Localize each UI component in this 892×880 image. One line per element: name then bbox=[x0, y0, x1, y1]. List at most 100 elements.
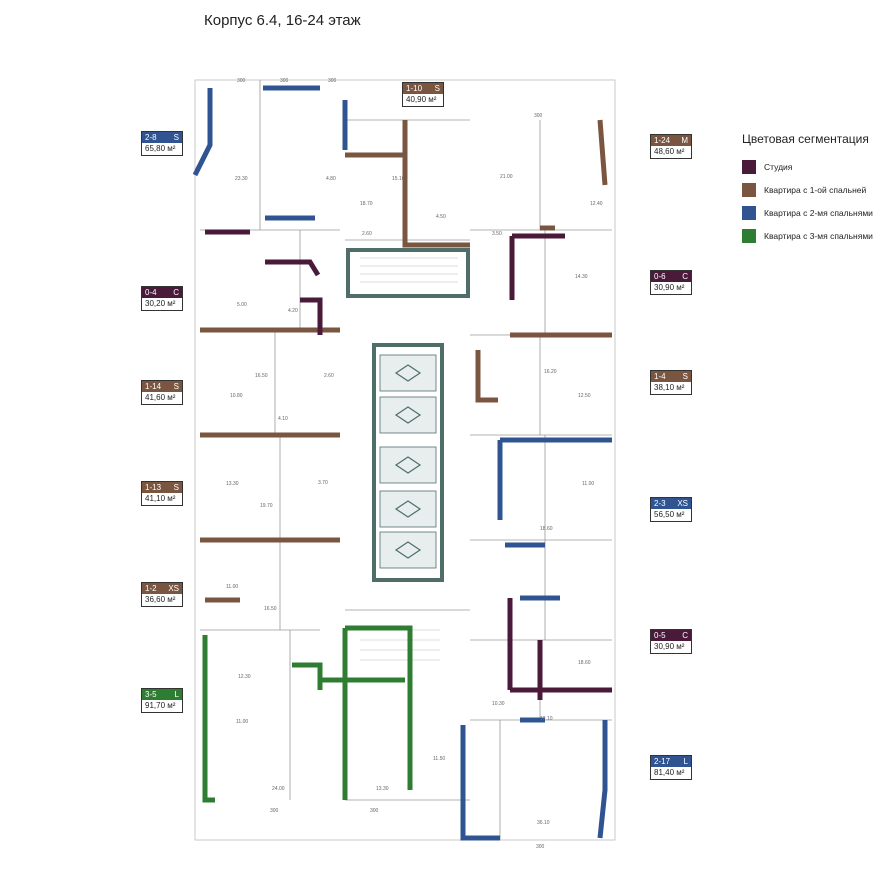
svg-text:13.30: 13.30 bbox=[226, 481, 239, 487]
svg-text:300: 300 bbox=[328, 78, 337, 84]
unit-badge[interactable]: 1-4 S 38,10 м² bbox=[650, 370, 692, 395]
svg-text:300: 300 bbox=[280, 78, 289, 84]
svg-text:18.60: 18.60 bbox=[540, 526, 553, 532]
svg-text:36.10: 36.10 bbox=[537, 820, 550, 826]
svg-text:300: 300 bbox=[536, 844, 545, 850]
unit-code: 1-2 bbox=[145, 583, 157, 593]
svg-text:11.00: 11.00 bbox=[582, 481, 594, 487]
svg-text:4.20: 4.20 bbox=[288, 308, 298, 314]
unit-area: 91,70 м² bbox=[145, 701, 176, 710]
unit-badge[interactable]: 2-17 L 81,40 м² bbox=[650, 755, 692, 780]
unit-badge[interactable]: 0-4 C 30,20 м² bbox=[141, 286, 183, 311]
unit-area: 36,60 м² bbox=[145, 595, 176, 604]
unit-area: 65,80 м² bbox=[145, 144, 176, 153]
svg-text:300: 300 bbox=[237, 78, 246, 84]
legend-swatch bbox=[742, 206, 756, 220]
svg-text:12.40: 12.40 bbox=[590, 201, 603, 207]
unit-size: L bbox=[683, 756, 688, 766]
svg-text:3.70: 3.70 bbox=[318, 480, 328, 486]
unit-size: S bbox=[434, 83, 440, 93]
legend-label: Квартира с 2-мя спальнями bbox=[764, 208, 873, 218]
svg-text:19.70: 19.70 bbox=[260, 503, 273, 509]
unit-area: 48,60 м² bbox=[654, 147, 685, 156]
svg-text:18.70: 18.70 bbox=[360, 201, 373, 207]
unit-size: S bbox=[682, 371, 688, 381]
svg-text:23.30: 23.30 bbox=[235, 176, 248, 182]
unit-badge-header: 1-4 S bbox=[651, 371, 691, 382]
svg-text:2.60: 2.60 bbox=[362, 231, 372, 237]
svg-text:4.80: 4.80 bbox=[326, 176, 336, 182]
svg-text:13.30: 13.30 bbox=[376, 786, 389, 792]
unit-area: 30,90 м² bbox=[654, 642, 685, 651]
unit-area: 30,20 м² bbox=[145, 299, 176, 308]
unit-code: 0-4 bbox=[145, 287, 157, 297]
unit-size: C bbox=[682, 630, 688, 640]
unit-badge[interactable]: 1-2 XS 36,60 м² bbox=[141, 582, 183, 607]
svg-text:11.50: 11.50 bbox=[433, 756, 445, 762]
unit-badge-header: 2-17 L bbox=[651, 756, 691, 767]
svg-text:18.60: 18.60 bbox=[578, 660, 591, 666]
unit-badge-header: 2-8 S bbox=[142, 132, 182, 143]
unit-size: L bbox=[174, 689, 179, 699]
svg-text:4.10: 4.10 bbox=[278, 416, 288, 422]
unit-code: 2-3 bbox=[654, 498, 666, 508]
unit-code: 1-4 bbox=[654, 371, 666, 381]
unit-code: 0-5 bbox=[654, 630, 666, 640]
legend-label: Студия bbox=[764, 162, 793, 172]
unit-badge-header: 1-2 XS bbox=[142, 583, 182, 594]
svg-text:12.10: 12.10 bbox=[540, 716, 553, 722]
legend-label: Квартира с 1-ой спальней bbox=[764, 185, 867, 195]
svg-text:12.50: 12.50 bbox=[578, 393, 591, 399]
svg-text:11.00: 11.00 bbox=[236, 719, 248, 725]
unit-area: 41,60 м² bbox=[145, 393, 176, 402]
unit-size: XS bbox=[168, 583, 179, 593]
svg-text:15.10: 15.10 bbox=[392, 176, 405, 182]
svg-text:16.50: 16.50 bbox=[255, 373, 268, 379]
unit-size: S bbox=[173, 381, 179, 391]
unit-code: 2-17 bbox=[654, 756, 671, 766]
legend-item: Квартира с 3-мя спальнями bbox=[742, 229, 873, 243]
unit-badge-header: 1-13 S bbox=[142, 482, 182, 493]
unit-badge[interactable]: 2-8 S 65,80 м² bbox=[141, 131, 183, 156]
unit-area: 81,40 м² bbox=[654, 768, 685, 777]
legend-item: Студия bbox=[742, 160, 873, 174]
svg-text:16.20: 16.20 bbox=[544, 369, 557, 375]
unit-badge-header: 0-6 C bbox=[651, 271, 691, 282]
unit-badge[interactable]: 0-5 C 30,90 м² bbox=[650, 629, 692, 654]
unit-area: 41,10 м² bbox=[145, 494, 176, 503]
legend-item: Квартира с 1-ой спальней bbox=[742, 183, 873, 197]
svg-text:4.50: 4.50 bbox=[436, 214, 446, 220]
unit-size: S bbox=[173, 132, 179, 142]
svg-text:10.80: 10.80 bbox=[230, 393, 243, 399]
unit-badge-header: 0-5 C bbox=[651, 630, 691, 641]
legend: Цветовая сегментация Студия Квартира с 1… bbox=[742, 132, 873, 252]
unit-size: C bbox=[682, 271, 688, 281]
legend-item: Квартира с 2-мя спальнями bbox=[742, 206, 873, 220]
unit-area: 38,10 м² bbox=[654, 383, 685, 392]
legend-swatch bbox=[742, 183, 756, 197]
svg-text:21.00: 21.00 bbox=[500, 174, 513, 180]
unit-badge[interactable]: 1-13 S 41,10 м² bbox=[141, 481, 183, 506]
svg-text:300: 300 bbox=[270, 808, 279, 814]
unit-code: 1-13 bbox=[145, 482, 162, 492]
svg-text:3.50: 3.50 bbox=[492, 231, 502, 237]
unit-size: C bbox=[173, 287, 179, 297]
unit-code: 0-6 bbox=[654, 271, 666, 281]
page-title: Корпус 6.4, 16-24 этаж bbox=[204, 12, 361, 29]
unit-size: S bbox=[173, 482, 179, 492]
svg-text:300: 300 bbox=[370, 808, 379, 814]
unit-code: 2-8 bbox=[145, 132, 157, 142]
svg-text:24.00: 24.00 bbox=[272, 786, 285, 792]
